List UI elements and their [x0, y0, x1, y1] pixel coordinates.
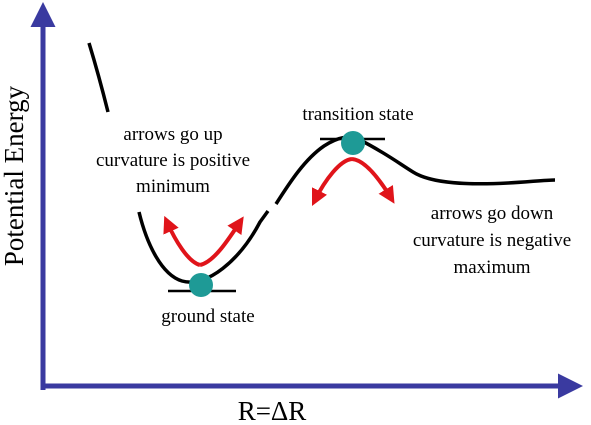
minimum-note-line3: minimum — [136, 176, 210, 197]
minimum-arrow-right — [199, 216, 244, 267]
potential-energy-curve-steep-left — [87, 42, 110, 113]
maximum-note-line1: arrows go down — [431, 203, 554, 224]
transition-state-marker — [341, 131, 365, 155]
maximum-arrow-right — [351, 157, 395, 204]
ground-state-label: ground state — [161, 306, 254, 327]
y-axis-label: Potential Energy — [0, 85, 29, 266]
minimum-note-line1: arrows go up — [123, 124, 222, 145]
x-axis-label: R=ΔR — [238, 396, 307, 425]
minimum-arrow-left — [163, 215, 201, 267]
potential-energy-curve-barrier — [274, 135, 556, 205]
ground-state-marker — [189, 273, 213, 297]
maximum-note-line2: curvature is negative — [413, 230, 571, 251]
potential-energy-curve-well — [137, 209, 270, 284]
maximum-note-line3: maximum — [453, 257, 530, 278]
minimum-note-line2: curvature is positive — [96, 150, 250, 171]
transition-state-label: transition state — [302, 104, 413, 125]
maximum-arrow-left — [311, 157, 353, 207]
